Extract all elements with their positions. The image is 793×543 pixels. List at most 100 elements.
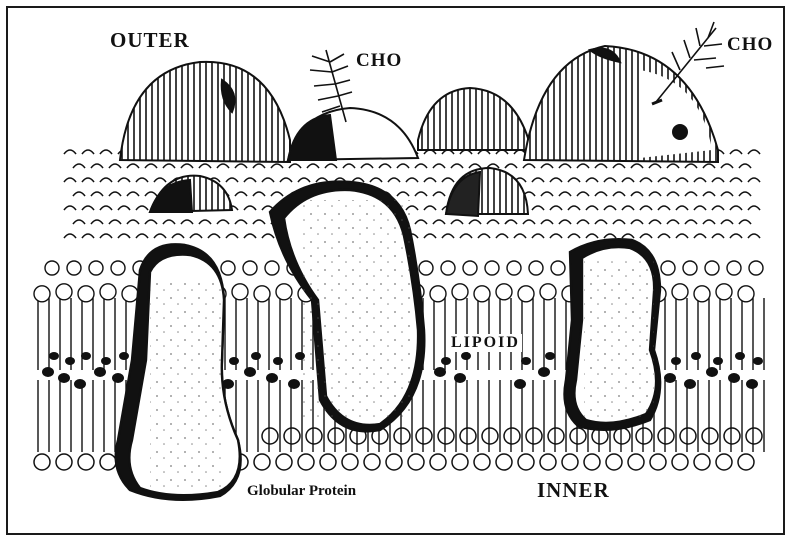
- lipid-head: [705, 261, 719, 275]
- surface-arc: [397, 192, 409, 196]
- surface-arc: [595, 192, 607, 196]
- lipid-head: [482, 428, 498, 444]
- lipid-head: [507, 261, 521, 275]
- lipid-head: [526, 428, 542, 444]
- lipid-head: [658, 428, 674, 444]
- surface-arc: [649, 220, 661, 224]
- lipoid-blob: [671, 357, 681, 365]
- lipid-head: [438, 428, 454, 444]
- lipid-head: [694, 454, 710, 470]
- surface-arc: [136, 234, 148, 238]
- surface-arc: [136, 206, 148, 210]
- surface-arc: [568, 234, 580, 238]
- surface-arc: [550, 178, 562, 182]
- surface-arc: [244, 206, 256, 210]
- surface-arc: [604, 206, 616, 210]
- lipid-head: [680, 428, 696, 444]
- lipoid-blob: [42, 367, 54, 377]
- surface-arc: [118, 178, 130, 182]
- lipoid-blob: [521, 357, 531, 365]
- surface-arc: [514, 234, 526, 238]
- surface-arc: [370, 178, 382, 182]
- lipid-head: [540, 284, 556, 300]
- surface-arc: [469, 164, 481, 168]
- surface-arc: [307, 164, 319, 168]
- lipid-head: [320, 454, 336, 470]
- surface-arc: [172, 234, 184, 238]
- surface-arc: [640, 178, 652, 182]
- surface-arc: [181, 220, 193, 224]
- surface-arc: [271, 164, 283, 168]
- lipid-head: [221, 261, 235, 275]
- surface-arc: [199, 164, 211, 168]
- surface-arc: [568, 206, 580, 210]
- surface-arc: [640, 206, 652, 210]
- surface-arc: [586, 206, 598, 210]
- lipid-head: [254, 454, 270, 470]
- lipid-head: [562, 454, 578, 470]
- cho-label-right: CHO: [727, 34, 773, 56]
- surface-arc: [541, 164, 553, 168]
- lipid-head: [738, 286, 754, 302]
- outer-protein-2-dark: [288, 115, 336, 160]
- surface-arc: [145, 164, 157, 168]
- surface-arc: [667, 220, 679, 224]
- lipoid-blob: [746, 379, 758, 389]
- surface-arc: [298, 178, 310, 182]
- surface-arc: [487, 220, 499, 224]
- lipid-head: [265, 261, 279, 275]
- surface-arc: [91, 220, 103, 224]
- surface-arc: [226, 178, 238, 182]
- surface-arc: [127, 164, 139, 168]
- lipoid-blob: [112, 373, 124, 383]
- lipoid-blob: [538, 367, 550, 377]
- surface-arc: [586, 234, 598, 238]
- surface-arc: [442, 234, 454, 238]
- outer-protein-1: [120, 62, 290, 162]
- surface-arc: [82, 178, 94, 182]
- lipid-head: [460, 428, 476, 444]
- surface-arc: [82, 206, 94, 210]
- surface-arc: [658, 234, 670, 238]
- surface-arc: [613, 192, 625, 196]
- surface-arc: [613, 164, 625, 168]
- surface-arc: [433, 192, 445, 196]
- surface-arc: [550, 234, 562, 238]
- surface-arc: [631, 220, 643, 224]
- lipid-head: [254, 286, 270, 302]
- lipid-head: [661, 261, 675, 275]
- surface-arc: [325, 164, 337, 168]
- surface-arc: [532, 178, 544, 182]
- lipid-head: [548, 428, 564, 444]
- surface-arc: [415, 192, 427, 196]
- surface-arc: [748, 234, 760, 238]
- lipid-head: [683, 261, 697, 275]
- surface-arc: [676, 178, 688, 182]
- lipoid-blob: [454, 373, 466, 383]
- surface-arc: [109, 164, 121, 168]
- surface-arc: [532, 206, 544, 210]
- surface-arc: [379, 164, 391, 168]
- surface-arc: [397, 164, 409, 168]
- surface-arc: [82, 150, 94, 154]
- surface-arc: [244, 178, 256, 182]
- lipoid-blob: [461, 352, 471, 360]
- surface-arc: [667, 164, 679, 168]
- surface-arc: [676, 206, 688, 210]
- lipid-head: [45, 261, 59, 275]
- surface-arc: [109, 220, 121, 224]
- lipoid-blob: [753, 357, 763, 365]
- lipid-head: [276, 284, 292, 300]
- outer-protein-4-dot: [673, 125, 687, 139]
- surface-arc: [505, 164, 517, 168]
- lipid-head: [78, 286, 94, 302]
- surface-arc: [658, 178, 670, 182]
- lipid-head: [650, 454, 666, 470]
- lipid-head: [394, 428, 410, 444]
- lipid-head: [474, 454, 490, 470]
- lipid-head: [262, 428, 278, 444]
- lipid-head: [614, 428, 630, 444]
- surface-arc: [748, 150, 760, 154]
- surface-arc: [208, 234, 220, 238]
